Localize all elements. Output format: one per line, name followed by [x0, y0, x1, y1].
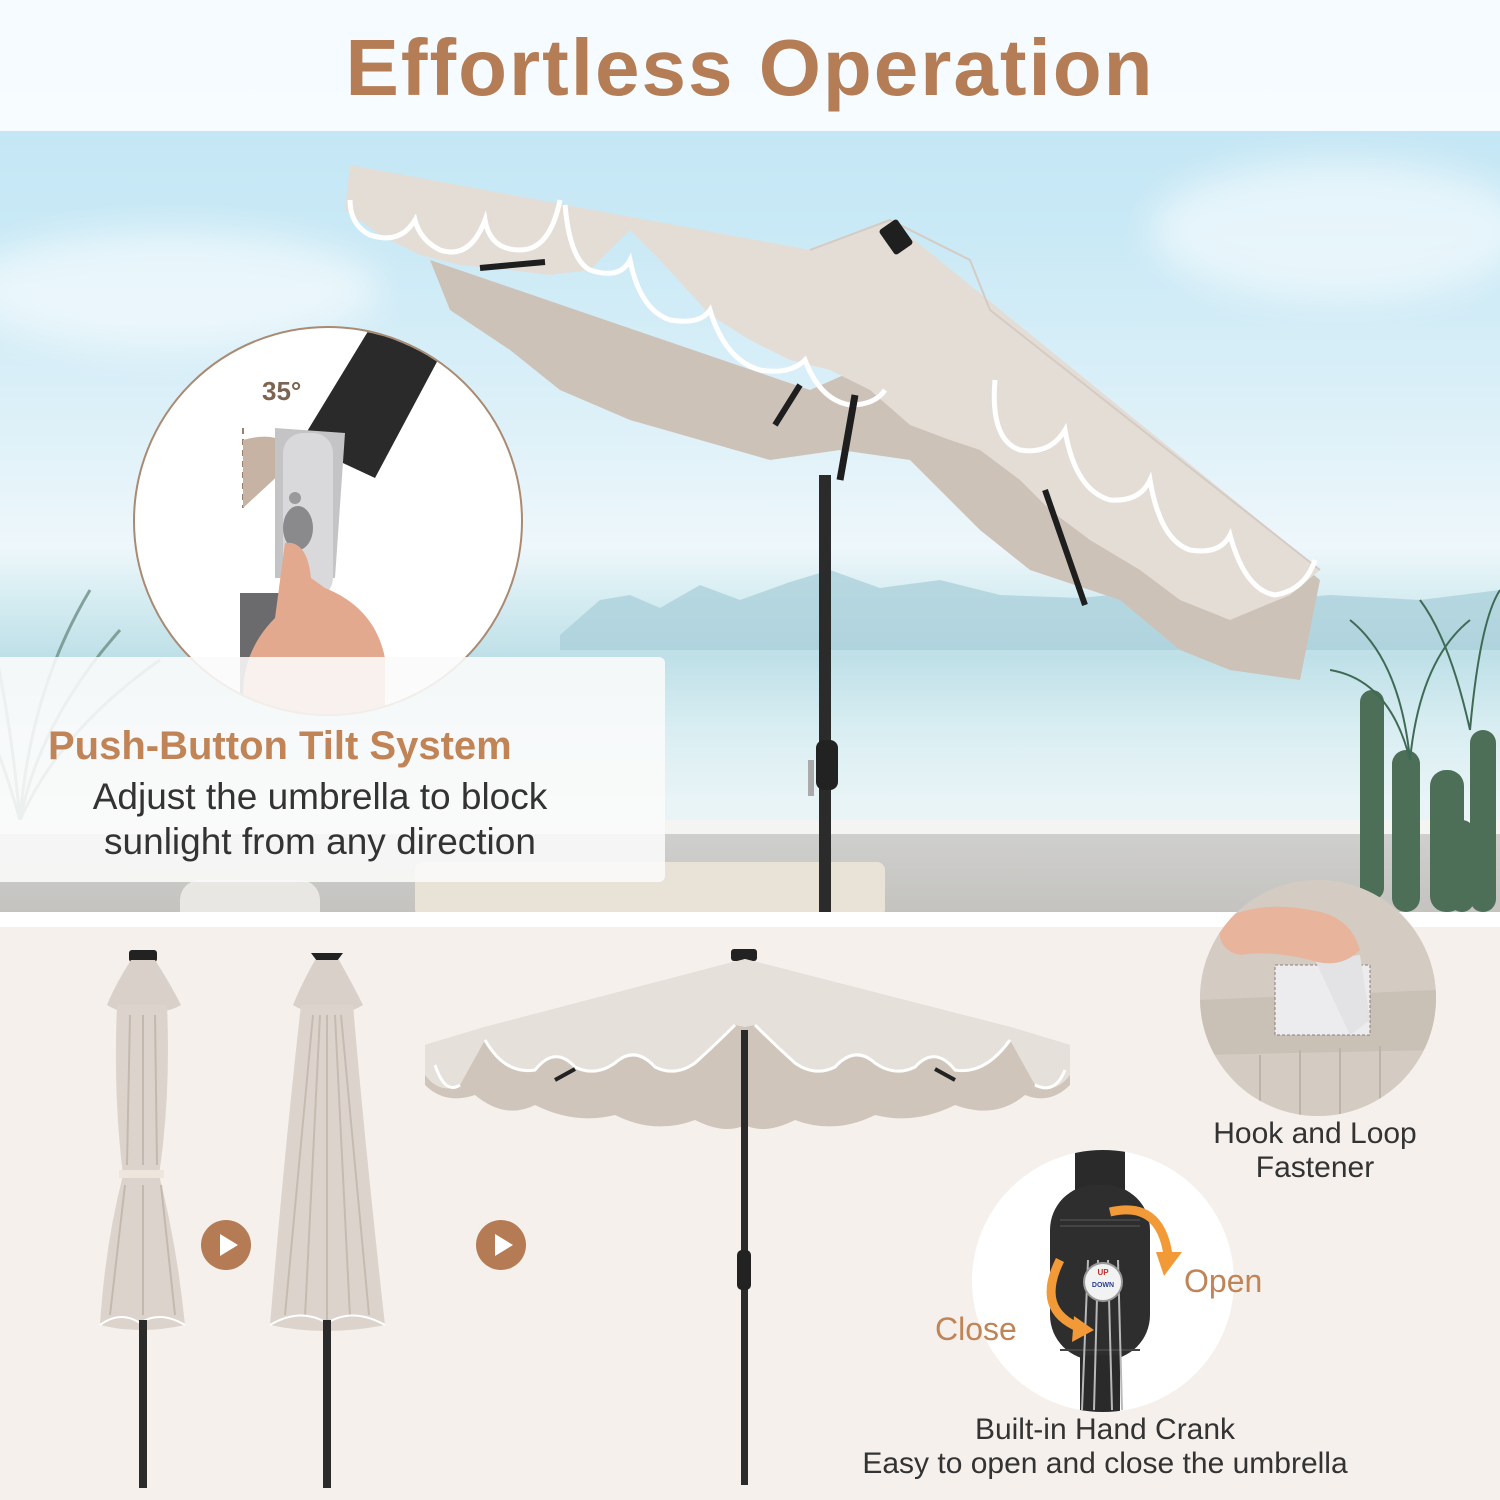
- play-arrow-icon: [201, 1220, 251, 1270]
- close-label: Close: [935, 1311, 1017, 1347]
- open-label: Open: [1184, 1263, 1263, 1299]
- tilt-angle-label: 35°: [262, 376, 302, 406]
- crank-description: Easy to open and close the umbrella: [862, 1447, 1348, 1480]
- tilt-feature-title: Push-Button Tilt System: [48, 724, 512, 768]
- closed-umbrella-unfastened: [269, 953, 386, 1488]
- cactus-plant: [1330, 589, 1500, 912]
- hook-and-loop-illustration: [1200, 880, 1436, 1116]
- page-title: Effortless Operation: [345, 23, 1155, 112]
- cloud: [1150, 160, 1500, 300]
- fastener-label-line-2: Fastener: [1255, 1151, 1375, 1184]
- fastener-label: Hook and Loop Fastener: [1170, 1117, 1460, 1185]
- play-arrow-icon: [476, 1220, 526, 1270]
- tilt-detail-callout: [133, 326, 523, 716]
- umbrella-pole: [819, 475, 831, 912]
- crank-housing: [816, 740, 838, 790]
- tilt-info-card: [0, 657, 665, 882]
- crank-handle: [808, 760, 814, 796]
- section-divider: [0, 912, 1500, 927]
- badge-up-label: UP: [1097, 1268, 1109, 1277]
- closed-umbrella-fastened: [99, 950, 186, 1488]
- fastener-detail-callout: [1200, 880, 1436, 1116]
- crank-title: Built-in Hand Crank: [974, 1413, 1236, 1446]
- fastener-label-line-1: Hook and Loop: [1213, 1117, 1417, 1150]
- tilt-description-line-2: sunlight from any direction: [104, 821, 536, 862]
- crank-caption: Built-in Hand Crank Easy to open and clo…: [800, 1413, 1410, 1481]
- title-banner: [0, 0, 1500, 131]
- open-umbrella-illustration: [425, 949, 1070, 1485]
- tilt-feature-description: Adjust the umbrella to block sunlight fr…: [40, 774, 600, 864]
- up-down-badge: UP DOWN: [1083, 1262, 1123, 1302]
- tilted-umbrella-illustration: [345, 165, 1321, 680]
- tilt-description-line-1: Adjust the umbrella to block: [92, 776, 548, 817]
- badge-down-label: DOWN: [1091, 1282, 1115, 1289]
- planter: [180, 880, 320, 912]
- rotation-arrows-icon: [1046, 1205, 1182, 1342]
- hero-scene: Effortless Operation 35° Push-Button Til…: [0, 0, 1500, 912]
